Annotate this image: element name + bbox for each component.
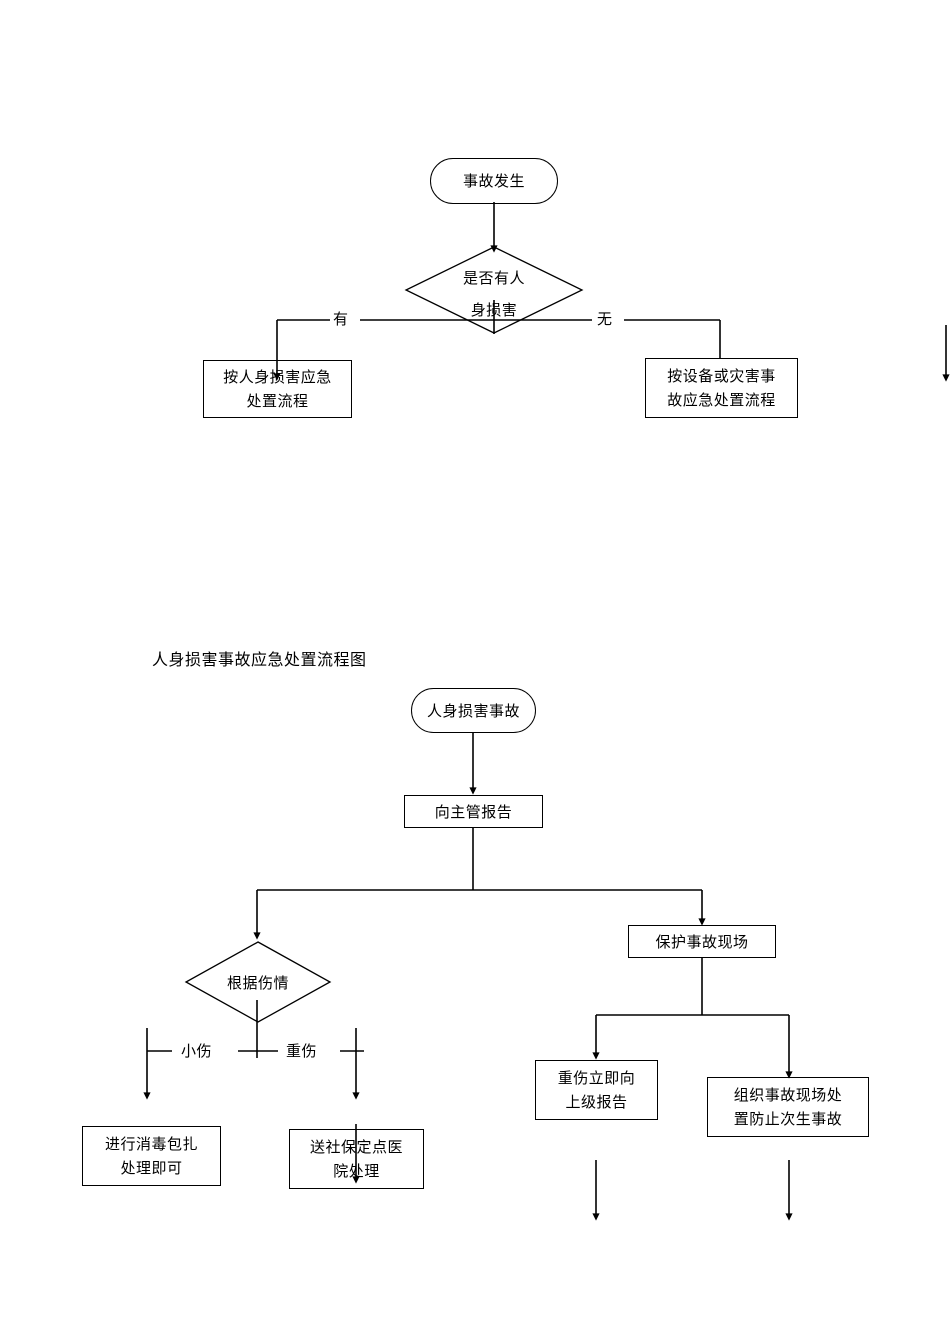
- equipment-disaster-procedure-line-1: 按设备或灾害事: [667, 367, 776, 385]
- decision-line-1: 是否有人: [462, 269, 525, 287]
- node-accident-occurs[interactable]: 事故发生: [430, 158, 558, 204]
- node-protect-accident-scene-label: 保护事故现场: [655, 932, 749, 951]
- node-send-to-hospital-line-2: 院处理: [333, 1162, 380, 1180]
- node-accident-occurs-label: 事故发生: [462, 172, 525, 190]
- personal-injury-procedure-line-2: 处置流程: [246, 392, 309, 410]
- decision-injury-severity-label: 根据伤情: [226, 974, 289, 992]
- node-personal-injury-accident[interactable]: 人身损害事故: [411, 688, 536, 733]
- node-equipment-disaster-procedure[interactable]: 按设备或灾害事 故应急处置流程: [645, 358, 798, 418]
- node-organize-scene-disposal[interactable]: 组织事故现场处 置防止次生事故: [707, 1077, 869, 1137]
- decision-line-2: 身损害: [470, 301, 518, 319]
- flowchart-2-title: 人身损害事故应急处置流程图: [152, 650, 367, 669]
- edge-label-yes: 有: [330, 308, 352, 329]
- node-decision-personal-injury[interactable]: 是否有人 身损害: [404, 245, 584, 335]
- node-disinfect-bandage-line-1: 进行消毒包扎: [104, 1135, 198, 1153]
- edge-label-severe-injury: 重伤: [283, 1040, 321, 1061]
- node-organize-scene-line-2: 置防止次生事故: [733, 1110, 843, 1128]
- node-organize-scene-line-1: 组织事故现场处: [733, 1086, 843, 1104]
- equipment-disaster-procedure-line-2: 故应急处置流程: [667, 391, 776, 409]
- node-report-severe-to-superior[interactable]: 重伤立即向 上级报告: [535, 1060, 658, 1120]
- node-send-to-hospital-line-1: 送社保定点医: [309, 1138, 403, 1156]
- node-disinfect-bandage-line-2: 处理即可: [120, 1159, 183, 1177]
- node-send-to-hospital[interactable]: 送社保定点医 院处理: [289, 1129, 424, 1189]
- node-report-to-supervisor-label: 向主管报告: [434, 802, 513, 821]
- node-report-to-supervisor[interactable]: 向主管报告: [404, 795, 543, 828]
- edge-label-minor-injury: 小伤: [178, 1040, 216, 1061]
- edge-label-no: 无: [594, 308, 616, 329]
- node-personal-injury-procedure[interactable]: 按人身损害应急 处置流程: [203, 360, 352, 418]
- node-decision-injury-severity[interactable]: 根据伤情: [184, 940, 332, 1024]
- node-disinfect-bandage[interactable]: 进行消毒包扎 处理即可: [82, 1126, 221, 1186]
- node-protect-accident-scene[interactable]: 保护事故现场: [628, 925, 776, 958]
- node-report-severe-line-1: 重伤立即向: [557, 1069, 636, 1087]
- node-report-severe-line-2: 上级报告: [565, 1093, 628, 1111]
- personal-injury-procedure-line-1: 按人身损害应急: [223, 368, 332, 386]
- node-personal-injury-accident-label: 人身损害事故: [426, 701, 520, 720]
